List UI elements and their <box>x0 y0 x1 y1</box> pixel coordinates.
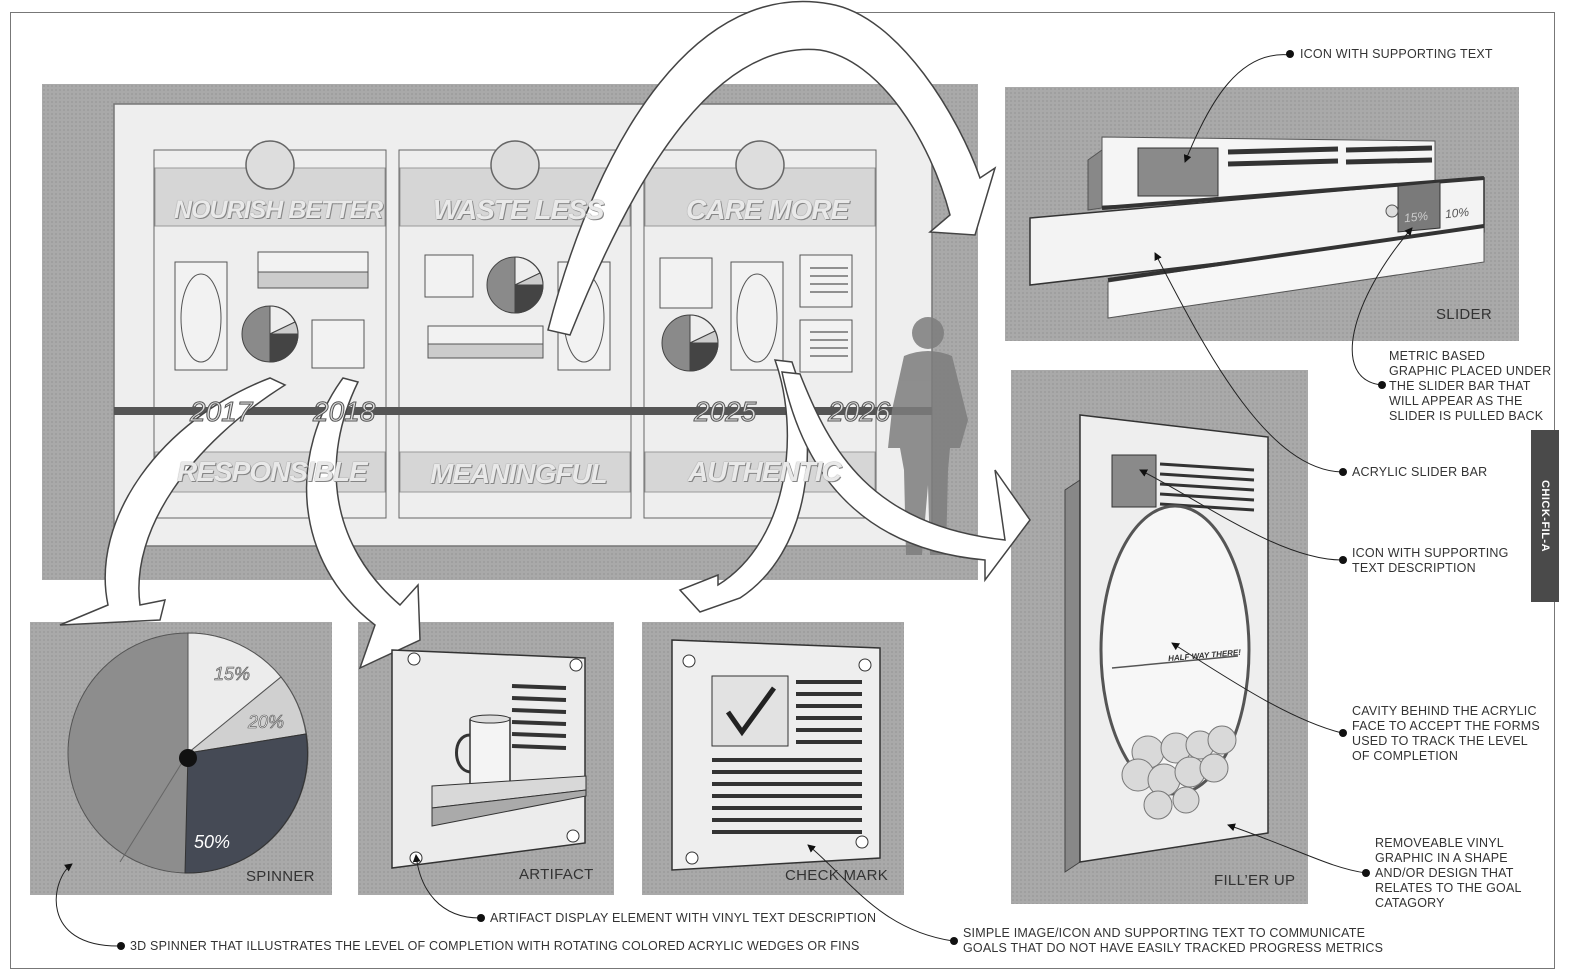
column-1-icon <box>245 140 295 190</box>
column-3-icon <box>735 140 785 190</box>
value-meaningful: MEANINGFUL <box>430 458 608 489</box>
slider-pct-15: 15% <box>1403 208 1429 226</box>
value-responsible: RESPONSIBLE <box>177 456 368 487</box>
heading-care-more: CARE MORE <box>686 194 849 225</box>
slider-pct-10: 10% <box>1444 204 1470 222</box>
arrow-to-slider <box>547 0 997 336</box>
heading-waste-less: WASTE LESS <box>433 194 604 225</box>
bullet-dot <box>1339 468 1347 476</box>
person-silhouette <box>888 317 968 555</box>
caption-fill-up: FILL’ER UP <box>1214 872 1296 889</box>
note-acrylic-slider-bar: ACRYLIC SLIDER BAR <box>1352 465 1488 479</box>
arrow-to-spinner <box>59 377 287 626</box>
chick-fil-a-side-tab: CHICK-FIL-A <box>1531 430 1559 602</box>
bullet-dot <box>1286 50 1294 58</box>
year-2026: 2026 <box>827 396 891 428</box>
bullet-dot <box>477 914 485 922</box>
note-3d-spinner: 3D SPINNER THAT ILLUSTRATES THE LEVEL OF… <box>130 939 860 953</box>
check-board <box>671 639 881 871</box>
spinner-wedge-50 <box>184 733 309 874</box>
year-2025: 2025 <box>693 396 757 428</box>
check-mark-icon <box>725 686 777 737</box>
spinner-label-50: 50% <box>194 832 231 852</box>
caption-artifact: ARTIFACT <box>519 866 594 883</box>
caption-spinner: SPINNER <box>246 868 315 885</box>
slider-icon <box>1137 147 1219 197</box>
check-icon-box <box>711 675 789 747</box>
arrow-to-fill <box>781 371 1031 583</box>
bullet-dot <box>1362 869 1370 877</box>
note-artifact-display: ARTIFACT DISPLAY ELEMENT WITH VINYL TEXT… <box>490 911 877 925</box>
bullet-dot <box>1339 556 1347 564</box>
bullet-dot <box>1339 729 1347 737</box>
note-icon-with-text: ICON WITH SUPPORTING TEXT <box>1300 47 1493 61</box>
column-2-icon <box>490 140 540 190</box>
bullet-dot <box>1378 381 1386 389</box>
mug <box>469 717 511 789</box>
bullet-dot <box>117 942 125 950</box>
spinner-label-20: 20% <box>248 712 285 733</box>
year-2018: 2018 <box>312 396 376 428</box>
caption-check-mark: CHECK MARK <box>785 867 889 884</box>
value-authentic: AUTHENTIC <box>688 456 842 487</box>
caption-slider: SLIDER <box>1436 306 1492 323</box>
fill-icon <box>1111 454 1157 508</box>
metric-graphic <box>1397 181 1441 233</box>
spinner-wedge-15 <box>187 632 282 755</box>
spinner-hub <box>179 749 197 767</box>
wall-rail <box>114 407 932 415</box>
arrow-to-artifact <box>305 377 421 670</box>
note-simple-image: SIMPLE IMAGE/ICON AND SUPPORTING TEXT TO… <box>963 926 1384 955</box>
spinner-label-15: 15% <box>214 664 251 685</box>
year-2017: 2017 <box>189 396 253 428</box>
heading-nourish-better: NOURISH BETTER <box>174 196 383 224</box>
bullet-dot <box>950 937 958 945</box>
